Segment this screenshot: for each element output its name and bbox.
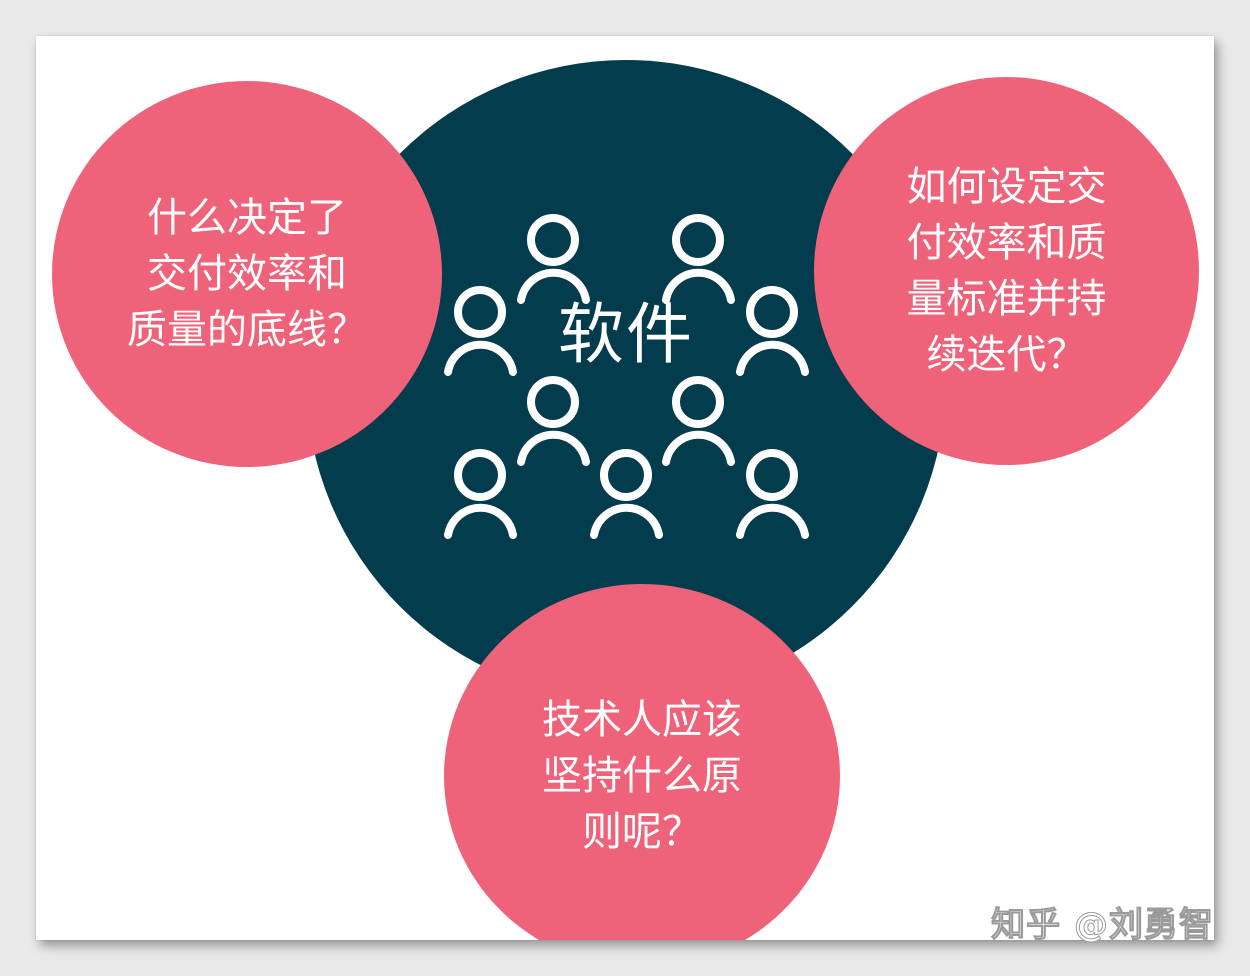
person-icon (444, 286, 517, 376)
person-icon (662, 376, 735, 466)
bubble-left-text: 什么决定了 交付效率和 质量的底线？ (127, 195, 367, 353)
bubble-right: 如何设定交 付效率和质 量标准并持 续迭代？ (814, 77, 1199, 465)
bubble-right-text: 如何设定交 付效率和质 量标准并持 续迭代？ (906, 164, 1107, 378)
person-icon (517, 376, 590, 466)
person-icon (444, 449, 517, 539)
person-icon (590, 449, 663, 539)
person-icon (736, 286, 809, 376)
bubble-bottom: 技术人应该 坚持什么原 则呢？ (444, 584, 840, 940)
bubble-bottom-text: 技术人应该 坚持什么原 则呢？ (542, 697, 742, 855)
person-icon (736, 449, 809, 539)
person-icon (517, 214, 590, 304)
center-label: 软件 (558, 296, 694, 373)
bubble-left: 什么决定了 交付效率和 质量的底线？ (52, 81, 442, 467)
diagram-canvas: 软件 什么决定了 交付效率和 质量的底线？ 如何设定交 付效率和质 量标准并持 … (36, 36, 1214, 940)
watermark: 知乎 @刘勇智 (991, 905, 1214, 946)
person-icon (662, 214, 735, 304)
people-icon-group (444, 214, 809, 539)
